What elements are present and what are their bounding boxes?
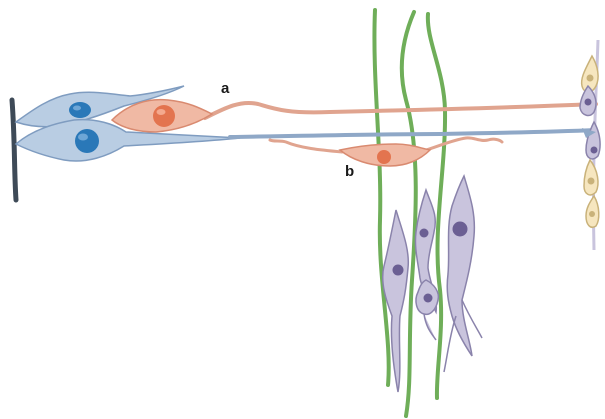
purple-cell-left bbox=[383, 210, 409, 392]
purple-nucleus-right bbox=[453, 222, 468, 237]
neuron-a-axon bbox=[205, 103, 596, 118]
label-a: a bbox=[221, 80, 230, 97]
migrating-neuron-b bbox=[270, 138, 502, 166]
yellow-cell-middle bbox=[584, 160, 598, 195]
purple-nucleus-lower bbox=[424, 294, 433, 303]
purple-cells bbox=[383, 176, 482, 392]
yellow-nucleus-bottom bbox=[589, 211, 595, 217]
yellow-cell-top bbox=[582, 56, 598, 92]
neuron-b-process-left bbox=[270, 140, 342, 152]
neuron-a-nucleus-highlight bbox=[157, 109, 166, 115]
purple-edge-nucleus-2 bbox=[591, 147, 598, 154]
yellow-nucleus-top bbox=[587, 75, 594, 82]
blue-nucleus-lower-highlight bbox=[78, 134, 88, 141]
radial-fiber-middle bbox=[402, 12, 416, 416]
purple-nucleus-middle bbox=[420, 229, 429, 238]
yellow-nucleus-middle bbox=[588, 178, 595, 185]
neuron-b-nucleus bbox=[377, 150, 391, 164]
right-edge-cells bbox=[580, 40, 600, 250]
blue-nucleus-upper bbox=[69, 102, 91, 118]
pial-surface bbox=[12, 100, 16, 200]
blue-nucleus-lower bbox=[75, 129, 99, 153]
neuron-b-process-right bbox=[420, 138, 502, 152]
neuron-a-nucleus bbox=[153, 105, 175, 127]
label-b: b bbox=[345, 163, 354, 180]
radial-fiber-left bbox=[374, 10, 388, 385]
blue-nucleus-upper-highlight bbox=[73, 106, 81, 111]
migrating-neuron-a bbox=[112, 100, 596, 132]
purple-nucleus-left bbox=[393, 265, 404, 276]
purple-cell-right bbox=[447, 176, 474, 356]
purple-edge-nucleus-1 bbox=[585, 99, 592, 106]
